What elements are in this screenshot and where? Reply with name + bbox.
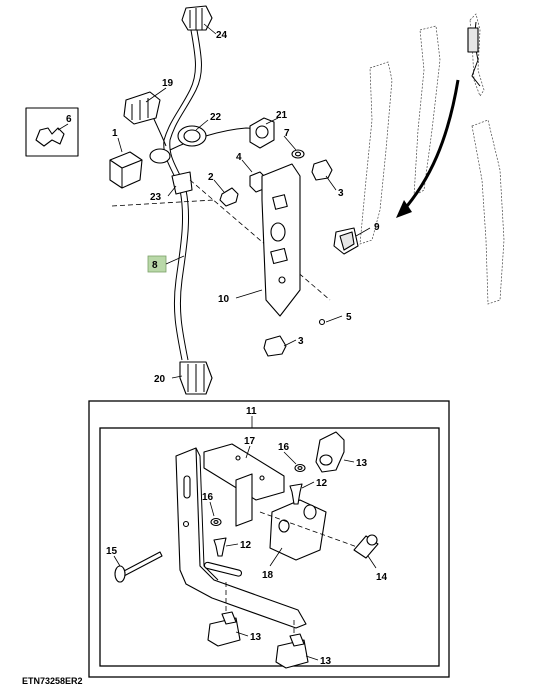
part-21-socket bbox=[249, 117, 275, 149]
callout-15: 15 bbox=[106, 546, 118, 557]
callout-1: 1 bbox=[112, 128, 118, 139]
part-6-inset bbox=[25, 107, 79, 157]
callout-6: 6 bbox=[66, 114, 72, 125]
detail-assembly bbox=[114, 431, 379, 669]
callout-16-lower: 16 bbox=[202, 492, 214, 503]
locator-view bbox=[359, 13, 505, 305]
callout-13-upper: 13 bbox=[356, 458, 368, 469]
callout-8: 8 bbox=[152, 260, 158, 271]
callout-2: 2 bbox=[208, 172, 214, 183]
figure-id: ETN73258ER2 bbox=[22, 676, 83, 686]
callout-12-lower: 12 bbox=[240, 540, 252, 551]
callout-10: 10 bbox=[218, 294, 230, 305]
callout-22: 22 bbox=[210, 112, 222, 123]
detail-frame-outer bbox=[88, 400, 450, 678]
callout-18: 18 bbox=[262, 570, 274, 581]
callout-12-upper: 12 bbox=[316, 478, 328, 489]
part-1-relay bbox=[109, 137, 143, 189]
callout-13-right: 13 bbox=[320, 656, 332, 667]
callout-3-upper: 3 bbox=[338, 188, 344, 199]
callout-21: 21 bbox=[276, 110, 288, 121]
callout-5: 5 bbox=[346, 312, 352, 323]
wire-harness bbox=[123, 5, 259, 395]
callout-9: 9 bbox=[374, 222, 380, 233]
part-10-bracket bbox=[261, 163, 301, 317]
leader-lines-top bbox=[57, 23, 371, 379]
callout-23: 23 bbox=[150, 192, 162, 203]
callout-19: 19 bbox=[162, 78, 174, 89]
callout-3-lower: 3 bbox=[298, 336, 304, 347]
callout-4: 4 bbox=[236, 152, 242, 163]
callout-20: 20 bbox=[154, 374, 166, 385]
callout-17: 17 bbox=[244, 436, 256, 447]
callout-11: 11 bbox=[246, 406, 257, 417]
callout-7: 7 bbox=[284, 128, 290, 139]
leader-lines-bottom bbox=[113, 445, 377, 661]
callout-24: 24 bbox=[216, 30, 228, 41]
callout-14: 14 bbox=[376, 572, 388, 583]
callout-13-left: 13 bbox=[250, 632, 262, 643]
clips bbox=[263, 159, 359, 357]
callout-labels: 24 19 6 1 22 21 7 4 2 3 23 9 8 10 5 3 20… bbox=[22, 30, 388, 686]
callout-16-upper: 16 bbox=[278, 442, 290, 453]
detail-frame-inner bbox=[99, 427, 440, 667]
